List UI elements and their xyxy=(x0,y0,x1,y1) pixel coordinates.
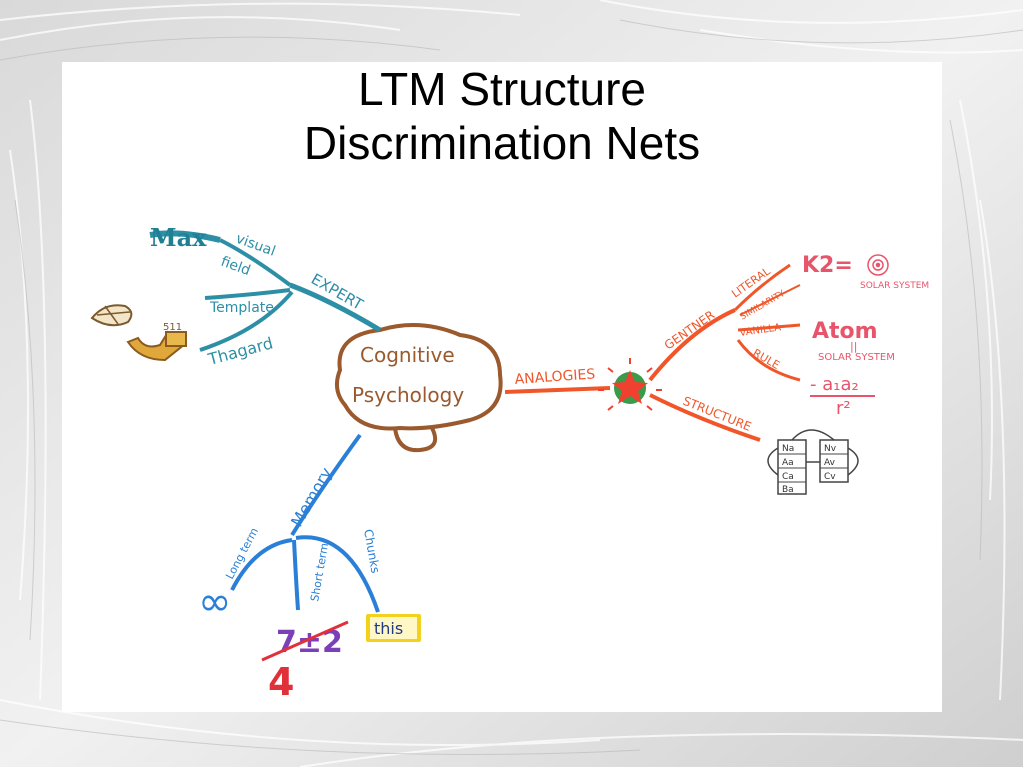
brain-stem xyxy=(393,427,437,453)
title-line-1: LTM Structure xyxy=(358,63,646,115)
box-left-1: Na xyxy=(782,444,794,454)
short-term-line xyxy=(292,539,300,611)
visual-label: visual xyxy=(234,231,278,260)
pipe-icon: 511 xyxy=(126,322,187,362)
k2-caption: SOLAR SYSTEM xyxy=(860,281,929,291)
gentner-line xyxy=(648,308,736,382)
formula-numerator: - a₁a₂ xyxy=(810,374,859,395)
k2-label: K2= xyxy=(802,253,853,278)
solar-system-icon xyxy=(867,254,889,276)
memory-branch: Memory Long term Short term Chunks ∞ 7±2… xyxy=(198,433,421,704)
thagard-label: Thagard xyxy=(205,333,275,369)
chunks-label: Chunks xyxy=(361,528,382,574)
center-line-1: Cognitive xyxy=(360,343,455,367)
max-line xyxy=(149,230,221,243)
memory-label: Memory xyxy=(287,464,336,530)
template-line xyxy=(204,288,291,300)
box-left-3: Ca xyxy=(782,472,794,482)
slide-title: LTM Structure Discrimination Nets xyxy=(62,62,942,170)
seven-label: 7±2 xyxy=(276,625,343,660)
thagard-line xyxy=(199,290,294,352)
vanilla-label: VANILLA xyxy=(739,322,782,339)
analogies-label: ANALOGIES xyxy=(514,366,596,388)
atom-equals: || xyxy=(850,340,857,353)
box-left-4: Ba xyxy=(782,485,794,495)
structure-line xyxy=(649,393,761,442)
literal-line xyxy=(733,263,791,312)
four-label: 4 xyxy=(268,660,294,704)
analogies-line xyxy=(504,386,611,394)
deerstalker-hat-icon xyxy=(90,304,133,327)
center-node: Cognitive Psychology xyxy=(334,323,503,453)
this-label: this xyxy=(374,619,403,638)
title-line-2: Discrimination Nets xyxy=(303,117,701,169)
gentner-label: GENTNER xyxy=(662,308,718,353)
strike-through xyxy=(261,620,349,662)
expert-branch: EXPERT Max visual field Template Thagard… xyxy=(90,223,382,369)
memory-line xyxy=(290,433,362,537)
short-term-label: Short term xyxy=(308,542,331,603)
structure-boxes: Na Aa Ca Ba Nv Av Cv xyxy=(767,429,859,495)
visual-line xyxy=(219,238,292,287)
analogies-branch: ANALOGIES GENTNER LITERAL SIMILARITY VAN… xyxy=(504,253,929,495)
rule-line xyxy=(736,339,801,382)
rule-label: RULE xyxy=(751,346,782,372)
long-term-line xyxy=(230,538,293,591)
starburst-icon xyxy=(598,358,662,411)
box-right-2: Av xyxy=(824,458,836,468)
center-line-2: Psychology xyxy=(352,383,464,407)
formula-denominator: r² xyxy=(836,398,851,419)
chunks-line xyxy=(295,535,380,613)
vanilla-line xyxy=(737,323,801,332)
max-label: Max xyxy=(150,223,207,252)
expert-line xyxy=(289,282,382,333)
this-highlight: this xyxy=(366,614,421,642)
box-right-1: Nv xyxy=(824,444,837,454)
similarity-line xyxy=(739,284,801,316)
atom-caption: SOLAR SYSTEM xyxy=(818,352,895,363)
pipe-mark: 511 xyxy=(163,322,182,333)
box-right-3: Cv xyxy=(824,472,836,482)
infinity-symbol: ∞ xyxy=(198,579,231,625)
seven-plus-minus-two: 7±2 xyxy=(261,620,349,662)
atom-label: Atom xyxy=(812,319,878,344)
box-left-2: Aa xyxy=(782,458,794,468)
template-label: Template xyxy=(209,300,274,316)
brain-outline xyxy=(334,323,503,431)
